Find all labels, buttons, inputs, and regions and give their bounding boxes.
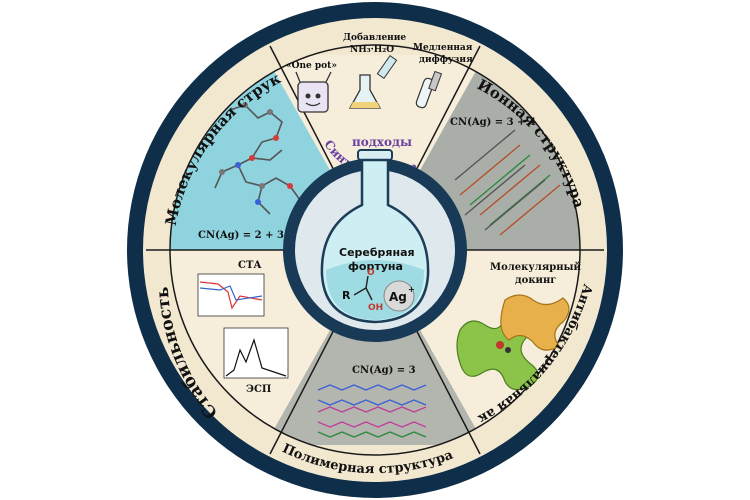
polymer-cn-label: CN(Ag) = 3 <box>352 365 416 376</box>
oh-label: OH <box>368 303 383 313</box>
one-pot-label: «One pot» <box>286 61 337 71</box>
add-ammonia-label-2: NH₃·H₂O <box>350 45 394 55</box>
panel-polymer <box>265 250 485 445</box>
silver-ion-ball <box>383 280 415 312</box>
sta-label: СТА <box>238 260 262 271</box>
slow-diffusion-label-2: диффузия <box>419 55 473 65</box>
add-ammonia-label-1: Добавление <box>343 32 406 43</box>
polymer-chain-graphic <box>317 384 427 438</box>
flask-pour-icon <box>348 54 398 109</box>
protein-docking-graphic <box>456 294 570 391</box>
center-title-line1: Серебряная <box>339 246 415 259</box>
sta-plot <box>197 273 265 317</box>
docking-label-2: докинг <box>515 275 556 286</box>
center-title-line2: фортуна <box>348 260 403 273</box>
o-label: O <box>367 268 375 278</box>
molecular-cn-label: CN(Ag) = 2 + 3 <box>198 230 284 241</box>
esp-plot <box>223 327 289 379</box>
carboxylate-structure <box>353 275 373 301</box>
synthetic-approaches-subtitle: подходы <box>352 135 412 149</box>
one-pot-icon <box>295 71 332 113</box>
esp-label: ЭСП <box>246 384 271 395</box>
docking-label-1: Молекулярный <box>490 262 582 273</box>
r-label: R <box>342 289 351 302</box>
slow-diffusion-label-1: Медленная <box>413 43 473 53</box>
ionic-lattice-graphic <box>454 129 561 236</box>
ionic-cn-label: CN(Ag) = 3 + 4 <box>450 117 536 128</box>
slow-diffusion-icon <box>415 70 443 109</box>
molecular-atoms <box>219 102 293 205</box>
ag-label: Ag <box>389 290 407 304</box>
ag-charge: + <box>408 285 415 294</box>
